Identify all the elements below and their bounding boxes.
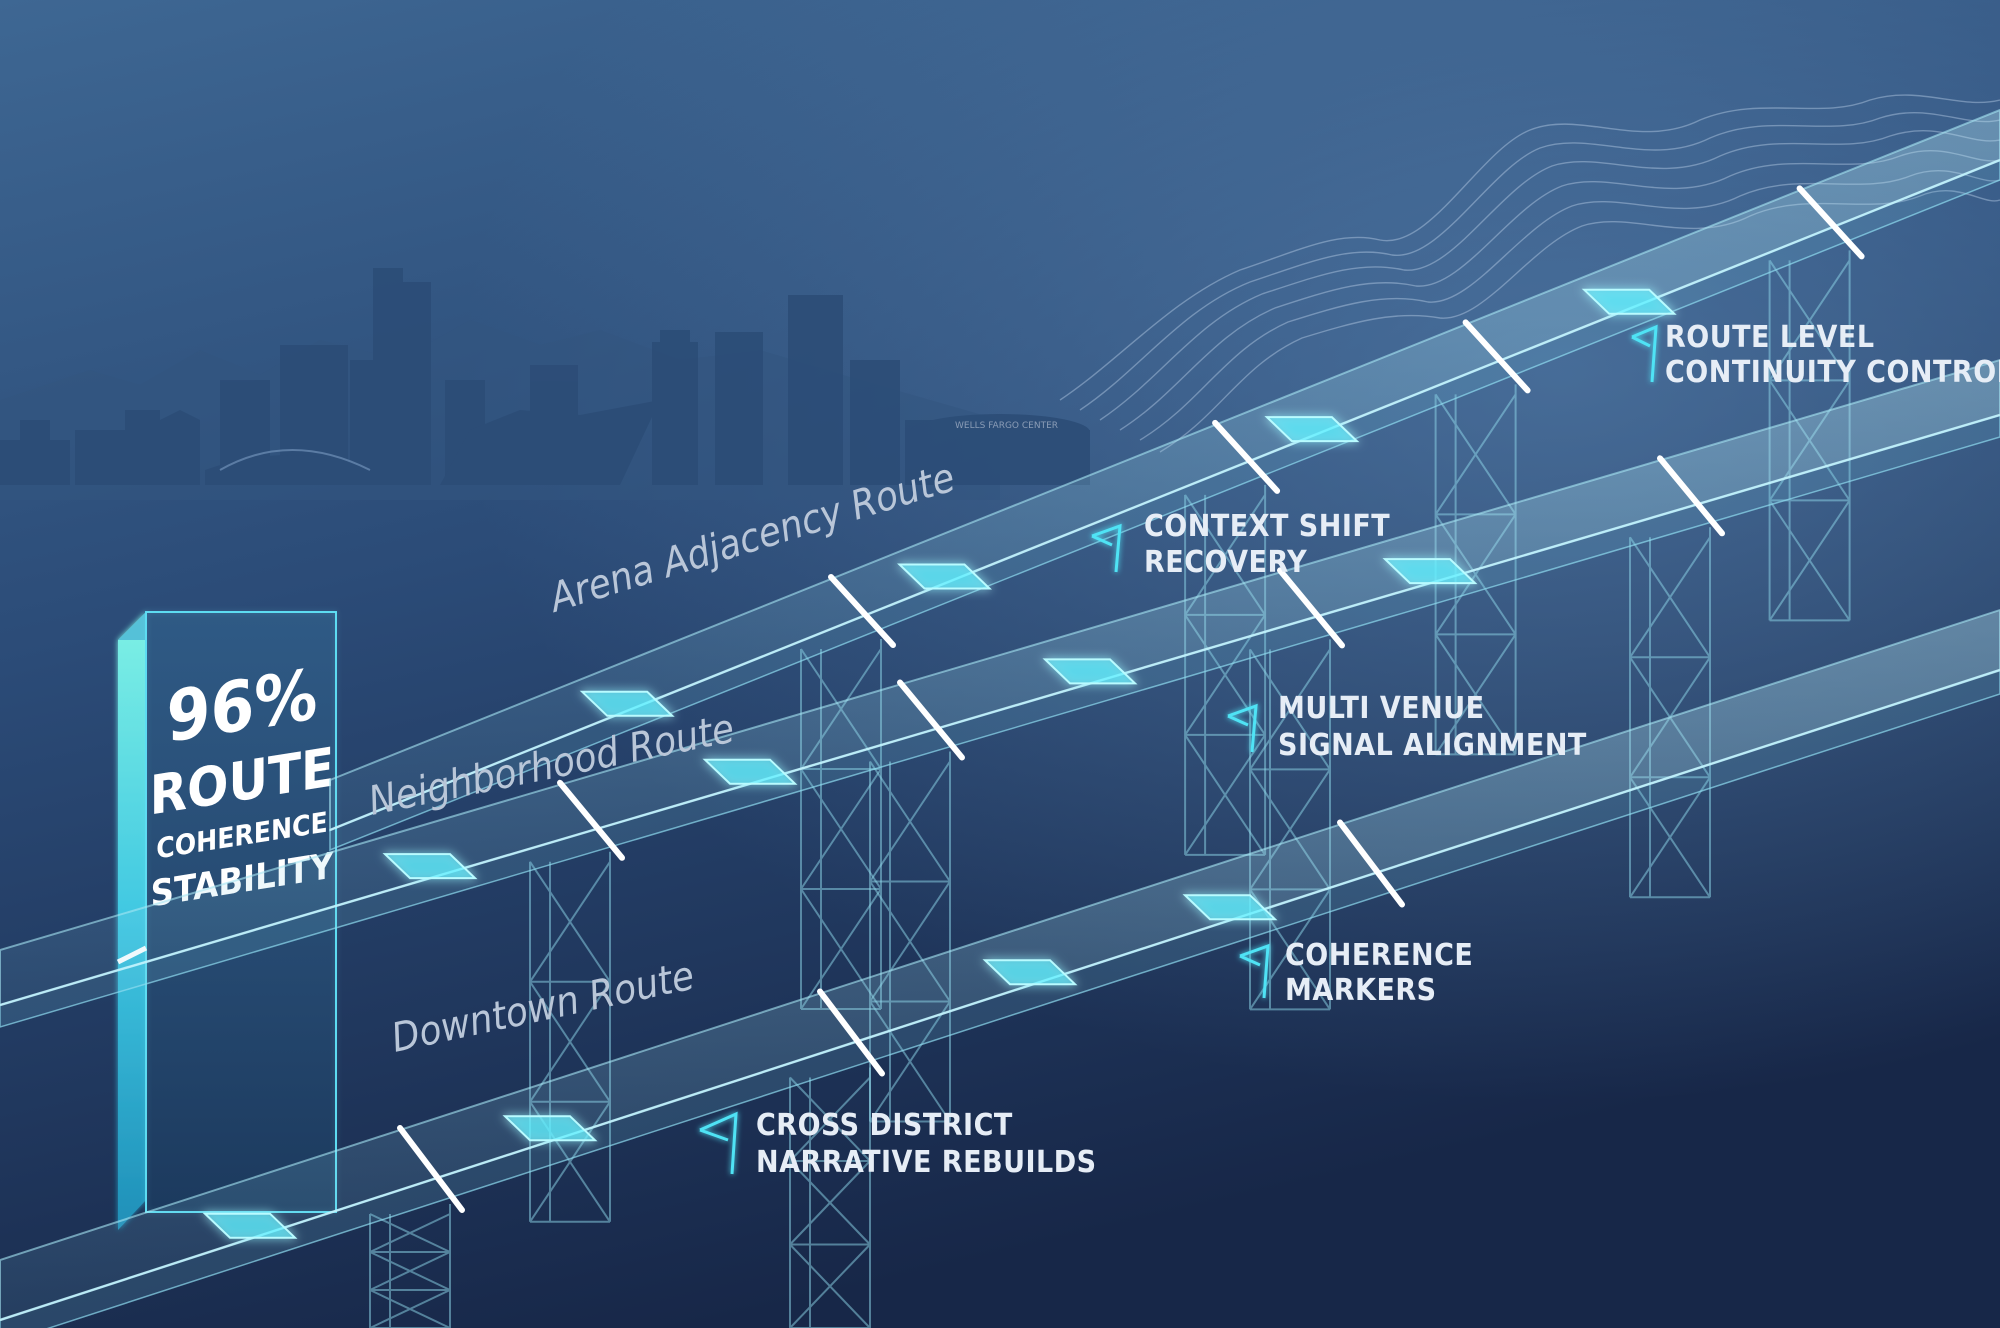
route-arena-marker	[1581, 288, 1677, 315]
callout-coherence-markers-icon	[1239, 943, 1270, 999]
callout-coherence-markers-line1: COHERENCE	[1285, 938, 1473, 973]
callout-cross-district-icon	[699, 1111, 738, 1175]
pier-brace	[1629, 776, 1711, 898]
route-downtown-tie	[397, 1125, 465, 1213]
route-neighborhood-pier	[1629, 527, 1711, 899]
callout-route-level-line2: CONTINUITY CONTROL	[1665, 355, 2000, 390]
route-downtown	[0, 608, 2000, 1328]
pier-brace	[1434, 633, 1517, 755]
callout-route-level-line1: ROUTE LEVEL	[1665, 320, 1875, 355]
route-downtown-tie	[817, 988, 885, 1077]
callout-route-level: ROUTE LEVEL CONTINUITY CONTROL	[1631, 320, 2000, 390]
callout-multi-venue: MULTI VENUE SIGNAL ALIGNMENT	[1227, 691, 1587, 763]
routes-layer	[0, 108, 2000, 1328]
city-skyline	[0, 268, 1090, 485]
route-downtown-pier	[789, 1067, 871, 1328]
stadium-arch	[219, 449, 371, 471]
pier-brace	[800, 768, 882, 890]
route-arena-marker	[1264, 416, 1360, 443]
pier-brace	[529, 861, 611, 983]
callout-coherence-markers: COHERENCE MARKERS	[1239, 938, 1473, 1008]
route-neighborhood-deck-edge	[0, 413, 2000, 1007]
route-downtown-marker	[982, 959, 1078, 986]
callout-context-shift-line2: RECOVERY	[1144, 545, 1307, 580]
callout-cross-district: CROSS DISTRICT NARRATIVE REBUILDS	[699, 1108, 1097, 1180]
callout-route-level-icon	[1631, 324, 1658, 383]
pier-brace	[789, 1243, 871, 1328]
pier-brace	[369, 1213, 451, 1253]
callout-cross-district-line1: CROSS DISTRICT	[756, 1108, 1013, 1143]
route-downtown-marker	[202, 1212, 298, 1239]
route-downtown-pier	[369, 1204, 451, 1328]
route-neighborhood-deck	[0, 358, 2000, 1007]
pier-brace	[1184, 734, 1266, 856]
route-neighborhood-tie	[557, 779, 625, 861]
route-arena-marker	[579, 690, 675, 717]
callout-multi-venue-icon	[1227, 703, 1258, 753]
pier-brace	[369, 1251, 451, 1291]
route-neighborhood-marker	[382, 853, 478, 880]
route-arena-deck	[329, 108, 2000, 832]
pier-brace	[1629, 536, 1711, 658]
callout-context-shift-line1: CONTEXT SHIFT	[1144, 509, 1390, 544]
callout-multi-venue-line2: SIGNAL ALIGNMENT	[1278, 728, 1587, 763]
pier-brace	[529, 981, 611, 1103]
pier-brace	[869, 760, 951, 883]
pier-brace	[789, 1160, 871, 1246]
pier-brace	[869, 1000, 951, 1123]
route-arena-marker	[897, 563, 992, 590]
pier-brace	[789, 1076, 871, 1162]
route-arena-deck-edge	[329, 158, 2000, 832]
route-arena-tie	[1212, 419, 1281, 494]
pier-brace	[369, 1289, 451, 1328]
route-downtown-tie	[1337, 819, 1405, 908]
route-downtown-deck-edge	[0, 668, 2000, 1322]
arena-sign: WELLS FARGO CENTER	[955, 421, 1058, 431]
pier-brace	[1768, 499, 1851, 621]
route-neighborhood	[0, 358, 2000, 1223]
route-neighborhood-marker	[1042, 658, 1138, 685]
route-downtown-marker	[1182, 894, 1278, 921]
callout-cross-district-line2: NARRATIVE REBUILDS	[756, 1145, 1097, 1180]
pier-brace	[1434, 393, 1517, 515]
callout-context-shift: CONTEXT SHIFT RECOVERY	[1091, 509, 1390, 580]
route-arena-tie	[1796, 185, 1865, 260]
callout-coherence-markers-line2: MARKERS	[1285, 973, 1437, 1008]
callout-context-shift-icon	[1091, 523, 1122, 573]
route-arena-tie	[828, 574, 896, 648]
route-neighborhood-tie	[897, 679, 965, 761]
route-arena-tie	[1462, 319, 1531, 394]
pier-brace	[1768, 259, 1851, 381]
route-neighborhood-tie	[1657, 455, 1725, 537]
pier-brace	[1184, 494, 1266, 616]
route-neighborhood-marker	[702, 758, 798, 785]
pier-brace	[800, 888, 882, 1010]
route-neighborhood-marker	[1382, 558, 1478, 585]
route-neighborhood-tie	[1277, 567, 1345, 649]
pier-brace	[1249, 648, 1331, 770]
callout-multi-venue-line1: MULTI VENUE	[1278, 691, 1485, 726]
route-downtown-marker	[502, 1115, 598, 1142]
